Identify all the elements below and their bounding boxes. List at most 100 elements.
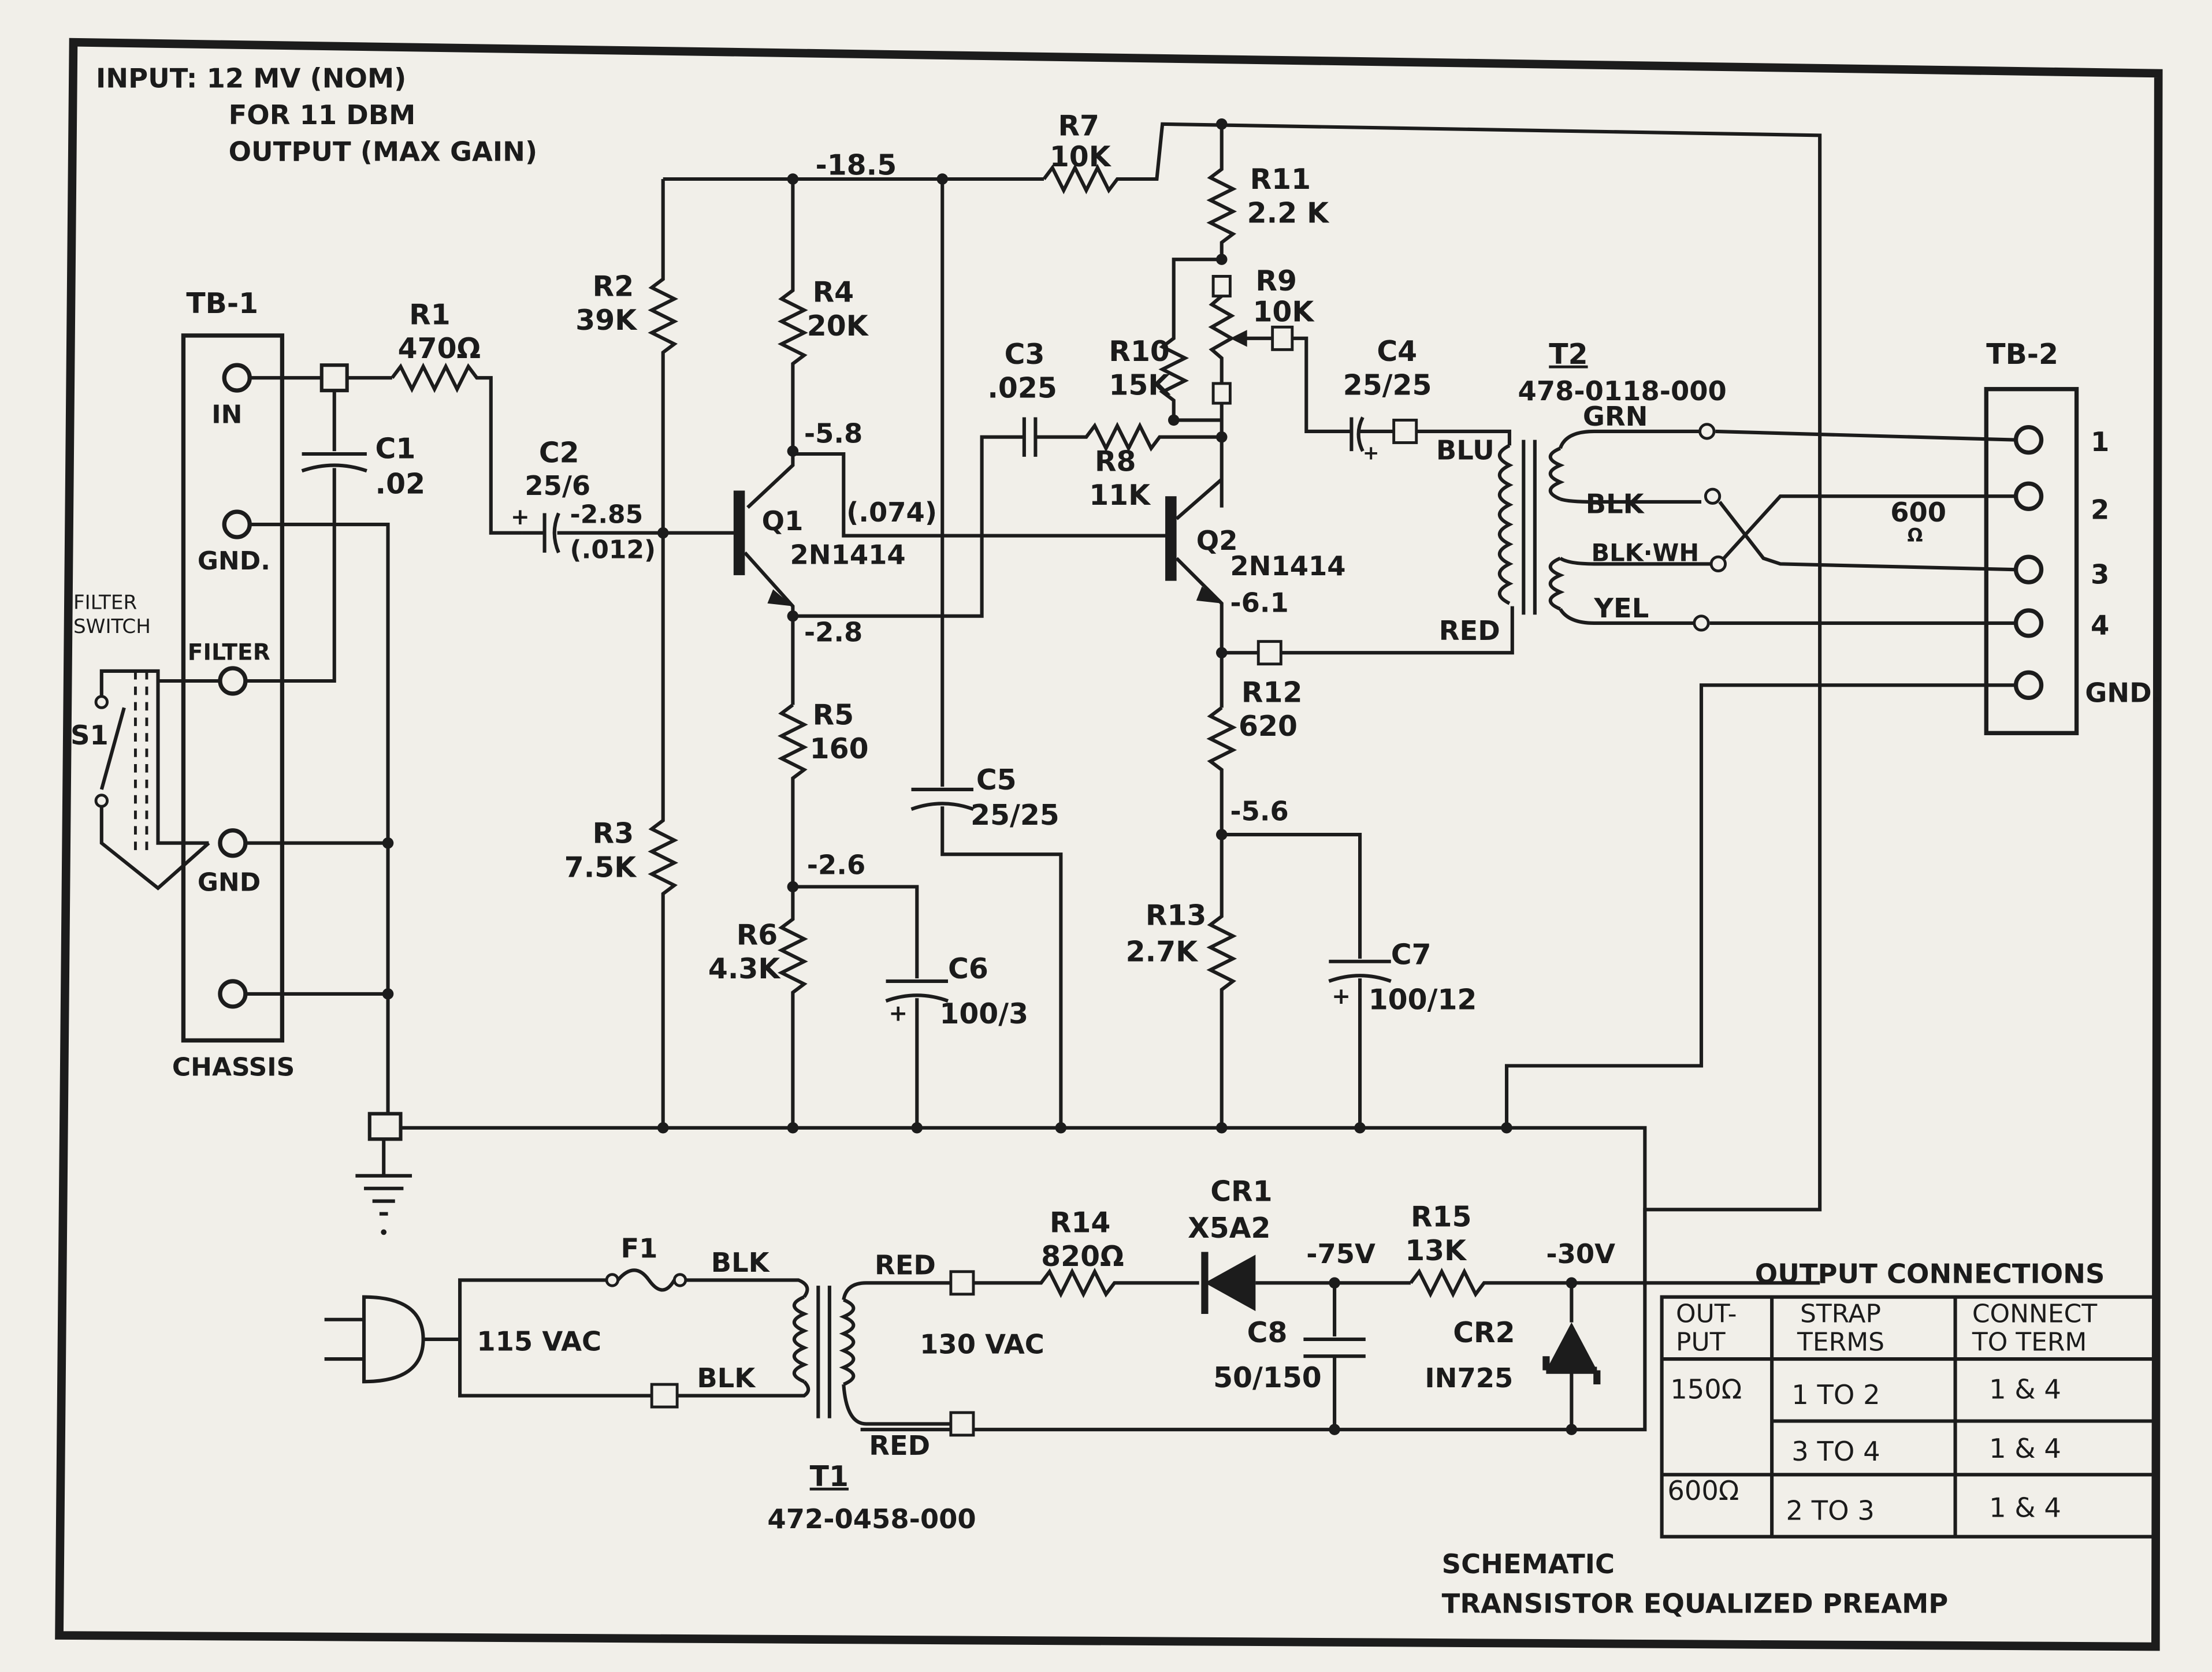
q2-collector-network: R11 2.2 K R10 15K R9 10K [1109, 118, 1352, 508]
wire-red-t2: RED [1439, 615, 1500, 646]
tb1-filter-label: FILTER [188, 639, 270, 665]
tb1-gnd1-terminal [222, 509, 252, 539]
caption: SCHEMATIC TRANSISTOR EQUALIZED PREAMP [1442, 1548, 1949, 1619]
r7-value: 10K [1050, 140, 1112, 173]
tb2-terminal-block: TB-2 1 2 3 4 GND. [1504, 338, 2162, 1128]
earth-ground-symbol [355, 1139, 412, 1216]
c2-name: C2 [539, 437, 579, 470]
t1-part: 472-0458-000 [767, 1503, 976, 1535]
header-connect-2: TO TERM [1972, 1327, 2087, 1357]
tb1-label: TB-1 [186, 287, 258, 320]
c4-value: 25/25 [1343, 368, 1432, 401]
r14-name: R14 [1050, 1206, 1111, 1239]
r3-value: 7.5K [564, 851, 637, 884]
r10-value: 15K [1109, 368, 1171, 401]
svg-text:+: + [888, 1000, 908, 1026]
r7-name: R7 [1058, 109, 1099, 142]
r4-name: R4 [813, 275, 854, 308]
q2-stage: Q2 2N1414 -6.1 R12 620 -5.6 R13 2.7K + C… [1126, 478, 1514, 1128]
tb1-chassis-terminal [218, 979, 248, 1009]
q1-type: 2N1414 [790, 539, 906, 570]
filter-switch-s1: FILTER SWITCH S1 [70, 591, 220, 891]
tb1-gnd2-terminal [218, 828, 248, 858]
cr2-name: CR2 [1453, 1316, 1515, 1349]
input-wiring: R1 470Ω C1 .02 [245, 298, 522, 1235]
power-supply: 115 VAC F1 BLK BLK RED RED 130 VAC T1 47… [324, 1175, 1820, 1535]
c6-name: C6 [948, 952, 988, 985]
r2-value: 39K [575, 304, 638, 337]
r12-value: 620 [1239, 710, 1298, 743]
r11-name: R11 [1250, 163, 1311, 196]
v-base1-signal: (.012) [570, 535, 656, 565]
input-notes: INPUT: 12 MV (NOM) FOR 11 DBM OUTPUT (MA… [96, 62, 537, 167]
wire-red-b: RED [869, 1430, 930, 1461]
v-emit1: -2.8 [804, 617, 863, 648]
wire-blk: BLK [1586, 489, 1645, 520]
feedback-c3-r8: C3 .025 R8 11K [987, 338, 1222, 512]
wire-grn: GRN [1583, 401, 1648, 432]
note-line-3: OUTPUT (MAX GAIN) [229, 136, 538, 167]
r13-name: R13 [1146, 899, 1207, 932]
vac-115: 115 VAC [477, 1325, 601, 1357]
c6-value: 100/3 [939, 997, 1028, 1030]
tb1-in-label: IN [211, 400, 242, 429]
r8-value: 11K [1089, 479, 1151, 512]
vac-130: 130 VAC [920, 1328, 1044, 1360]
r1-resistor [391, 362, 522, 535]
tb2-term-4: 4 [2091, 609, 2109, 641]
tb2-gnd: GND. [2085, 677, 2162, 709]
r15-name: R15 [1411, 1201, 1472, 1234]
caption-line-1: SCHEMATIC [1442, 1548, 1615, 1580]
v-base1: -2.85 [570, 500, 644, 530]
row1-output: 150Ω [1670, 1373, 1742, 1405]
drawing-border [55, 38, 2163, 1651]
wire-blk-b: BLK [697, 1362, 756, 1394]
row3-strap: 2 TO 3 [1786, 1495, 1875, 1526]
r1-value: 470Ω [398, 332, 481, 365]
header-strap-2: TERMS [1797, 1327, 1884, 1357]
filter-switch-label-2: SWITCH [73, 615, 151, 638]
r4-value: 20K [807, 310, 869, 342]
r1-name: R1 [409, 298, 451, 331]
c4-name: C4 [1377, 335, 1417, 368]
tb2-term-2: 2 [2091, 494, 2109, 525]
c1-name: C1 [376, 432, 416, 465]
note-line-2: FOR 11 DBM [229, 99, 416, 131]
v-emit2: -6.1 [1230, 587, 1288, 618]
header-strap-1: STRAP [1800, 1299, 1881, 1329]
header-output-1: OUT- [1676, 1299, 1737, 1329]
note-line-1: INPUT: 12 MV (NOM) [96, 62, 406, 94]
c3-name: C3 [1005, 338, 1045, 371]
output-transformer-t2: + C4 25/25 T2 478-0118-000 BLU RED GRN B… [1343, 335, 2015, 646]
supply-rail-top: -18.5 R7 10K [663, 109, 1822, 1286]
v-q1-signal: (.074) [846, 497, 937, 528]
r9-value: 10K [1252, 296, 1315, 329]
v-r5r6: -2.6 [807, 849, 865, 880]
tb1-in-terminal [222, 363, 252, 393]
tb1-gnd2-label: GND [198, 868, 261, 898]
r7-resistor [1042, 122, 1822, 1286]
q1-name: Q1 [762, 505, 804, 537]
v-75: -75V [1306, 1238, 1375, 1269]
c8-name: C8 [1247, 1316, 1288, 1349]
output-connections-table: OUTPUT CONNECTIONS OUT- PUT STRAP TERMS … [1660, 1258, 2158, 1539]
c2-capacitor: C2 25/6 + -2.85 (.012) [511, 437, 741, 565]
r8-name: R8 [1095, 445, 1136, 478]
cr2-type: IN725 [1425, 1362, 1513, 1394]
tb2-term-1: 1 [2091, 426, 2109, 457]
wire-blu: BLU [1436, 435, 1495, 466]
svg-text:+: + [511, 504, 530, 530]
tb1-terminal-block: TB-1 IN GND. FILTER GND CHASSIS [172, 287, 295, 1082]
row2-connect: 1 & 4 [1989, 1433, 2061, 1464]
r10-name: R10 [1109, 335, 1170, 368]
impedance-ohm: Ω [1908, 525, 1923, 546]
r11-value: 2.2 K [1247, 197, 1330, 230]
row1-connect: 1 & 4 [1989, 1373, 2061, 1405]
row3-connect: 1 & 4 [1989, 1492, 2061, 1524]
bias-divider-r2-r3: R2 39K R3 7.5K [564, 179, 679, 1128]
r5-value: 160 [810, 732, 869, 765]
c5-value: 25/25 [971, 799, 1059, 832]
q2-name: Q2 [1196, 525, 1238, 556]
table-title: OUTPUT CONNECTIONS [1755, 1258, 2105, 1289]
q2-transistor [1165, 496, 1177, 581]
